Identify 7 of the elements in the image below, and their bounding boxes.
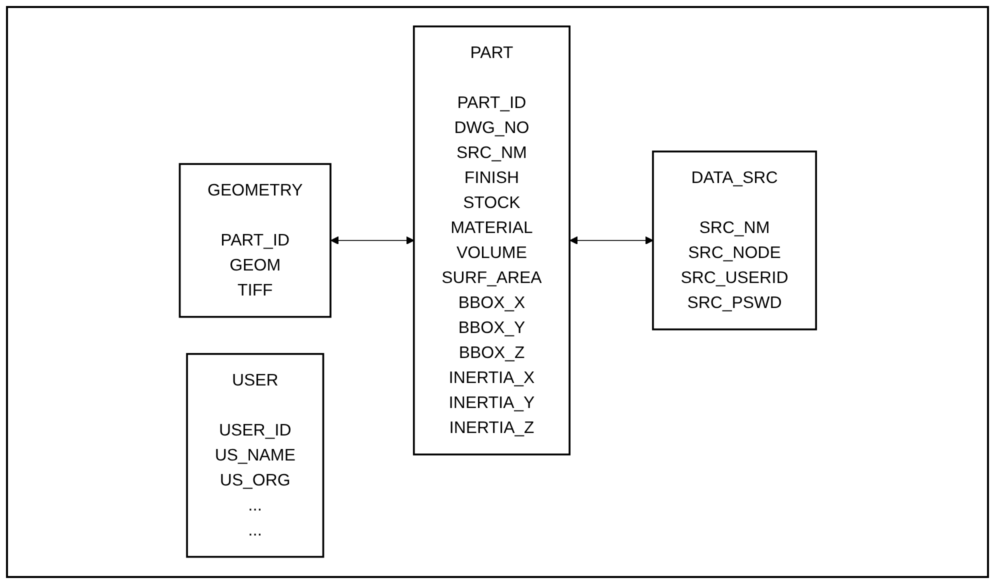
diagram-frame: GEOMETRY PART_ID GEOM TIFF PART PART_ID DWG_NO SRC_NM FINISH STOCK MATERIAL VOLUME SURF_AREA BBOX_X BBOX_Y BBOX_Z INERTIA_X INERTIA_Y INERTIA_Z DATA_SRC SRC_NM SRC_NODE SRC_USERID SRC_PSWD USER USER_ID US_NAME US_ORG ... ...: [6, 6, 989, 578]
node-box: [652, 150, 817, 331]
arrow: [330, 236, 414, 245]
node-box: [186, 353, 324, 558]
node-box: [178, 163, 331, 318]
node-box: [412, 26, 570, 456]
arrow: [569, 236, 653, 245]
